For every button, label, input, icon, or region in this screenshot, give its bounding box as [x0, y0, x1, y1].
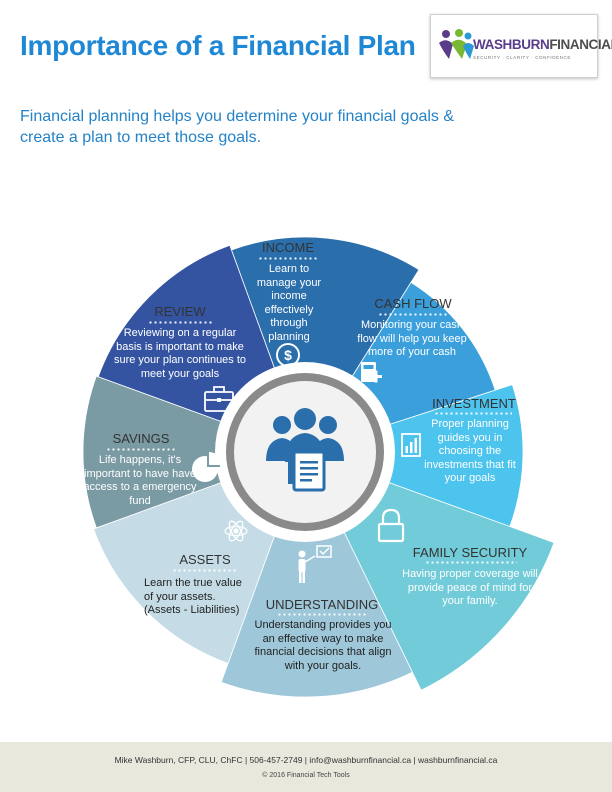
review-divider [148, 321, 212, 324]
people-document-icon [266, 408, 344, 492]
savings-title: SAVINGS [112, 431, 170, 446]
cash-flow-divider [378, 313, 448, 316]
investment-divider [434, 412, 512, 415]
assets-title: ASSETS [179, 552, 231, 567]
logo-tagline: SECURITY · CLARITY · CONFIDENCE [473, 55, 571, 60]
logo-figures-icon [439, 29, 474, 59]
investment-title: INVESTMENT [432, 396, 516, 411]
footer-contact: Mike Washburn, CFP, CLU, ChFC | 506-457-… [114, 755, 498, 765]
page-title: Importance of a Financial Plan [20, 30, 416, 61]
chart-icon [401, 433, 421, 457]
understanding-title: UNDERSTANDING [265, 597, 379, 612]
investment-text: Proper planning guides you in choosing t… [424, 418, 516, 484]
family-security-title: FAMILY SECURITY [412, 545, 528, 560]
family-security-text: Having proper coverage will provide peac… [402, 568, 538, 607]
lock-icon [377, 508, 405, 543]
briefcase-icon [204, 386, 234, 412]
dollar-icon: $ [276, 343, 300, 367]
cash-flow-title: CASH FLOW [374, 296, 452, 311]
pie-chart-icon [192, 452, 222, 482]
review-text: Reviewing on a regular basis is importan… [113, 327, 247, 380]
presenter-icon [298, 545, 332, 583]
intro-text: Financial planning helps you determine y… [20, 108, 455, 146]
logo-name: WASHBURNFINANCIAL [473, 37, 612, 52]
understanding-text: Understanding provides you an effective … [254, 619, 392, 672]
atom-icon [224, 520, 248, 542]
company-logo: WASHBURNFINANCIAL SECURITY · CLARITY · C… [430, 14, 612, 78]
cash-flow-text: Monitoring your cash flow will help you … [357, 319, 467, 358]
income-title: INCOME [262, 240, 314, 255]
assets-text: Learn the true value of your assets. (As… [144, 577, 242, 616]
income-text: Learn to manage your income effectively … [256, 263, 322, 343]
income-divider [258, 257, 318, 260]
footer [0, 742, 612, 792]
family-security-divider [425, 561, 517, 564]
review-title: REVIEW [154, 304, 206, 319]
savings-divider [106, 448, 176, 451]
understanding-divider [277, 613, 367, 616]
calculator-icon [361, 362, 382, 383]
savings-text: Life happens, it's important to have hav… [83, 454, 197, 507]
footer-copyright: © 2016 Financial Tech Tools [262, 772, 350, 779]
assets-divider [172, 569, 238, 572]
svg-text:$: $ [284, 347, 292, 363]
